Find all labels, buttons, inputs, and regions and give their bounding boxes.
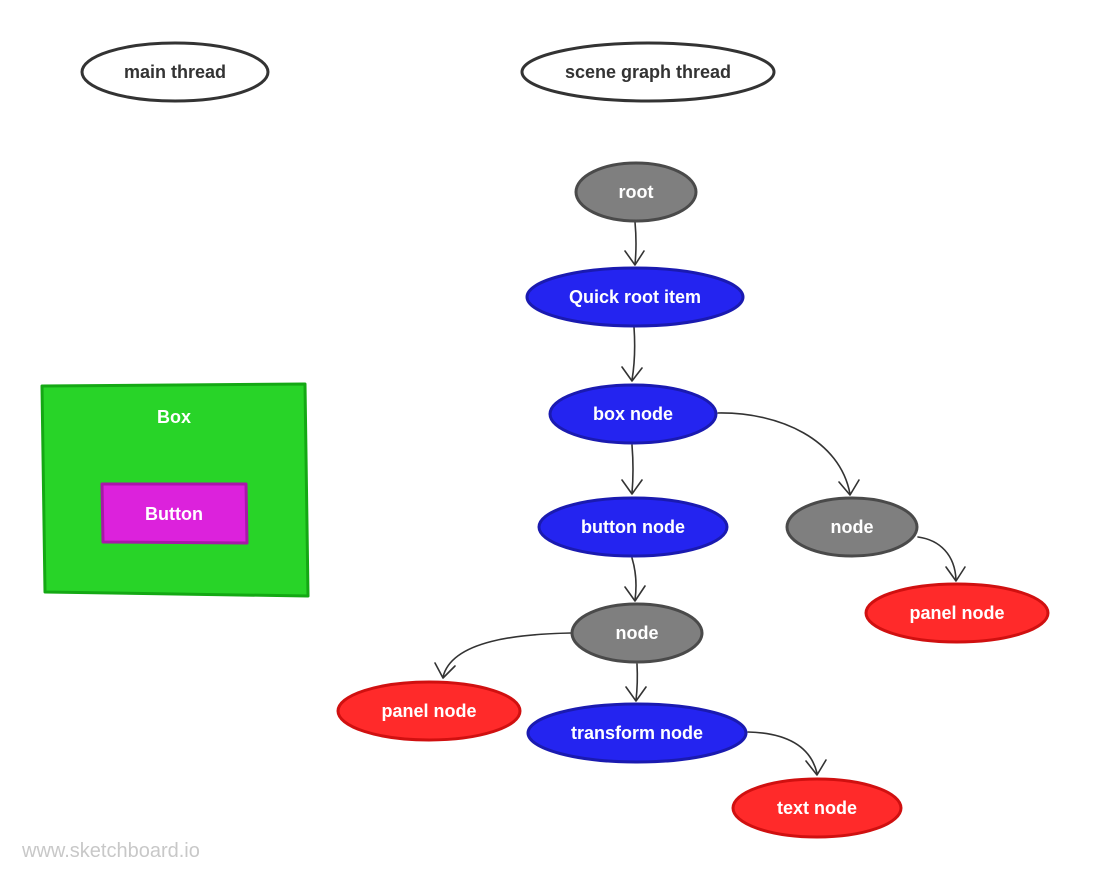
header-scene-graph-thread: scene graph thread bbox=[520, 41, 776, 103]
watermark-text: www.sketchboard.io bbox=[21, 840, 200, 862]
node-button-node-label: button node bbox=[581, 517, 685, 537]
node-transform-node-shape[interactable] bbox=[526, 702, 748, 764]
node-root-label: root bbox=[619, 182, 654, 202]
edge-button-node-to-node-center bbox=[624, 557, 646, 602]
node-panel-node-right-shape[interactable] bbox=[864, 582, 1050, 644]
node-quick-root-item[interactable]: Quick root item bbox=[525, 266, 745, 328]
header-scene-graph-thread-label: scene graph thread bbox=[565, 62, 731, 82]
box-label: Box bbox=[157, 407, 191, 427]
edge-node-center-to-transform-node bbox=[625, 663, 647, 702]
edge-quick-root-item-to-box-node bbox=[621, 326, 643, 382]
node-text-node-shape[interactable] bbox=[731, 777, 903, 839]
edge-root-to-quick-root-item bbox=[624, 221, 645, 266]
node-box-node-label: box node bbox=[593, 404, 673, 424]
node-right-shape[interactable] bbox=[785, 496, 919, 558]
header-scene-graph-thread-shape bbox=[520, 41, 776, 103]
button-shape[interactable] bbox=[100, 482, 249, 545]
box-container: Box Button bbox=[40, 382, 310, 598]
node-root-shape[interactable] bbox=[574, 161, 698, 223]
node-panel-node-left-label: panel node bbox=[381, 701, 476, 721]
node-box-node[interactable]: box node bbox=[548, 383, 718, 445]
node-box-node-shape[interactable] bbox=[548, 383, 718, 445]
node-center[interactable]: node bbox=[570, 602, 704, 664]
button-widget[interactable]: Button bbox=[100, 482, 249, 545]
node-button-node[interactable]: button node bbox=[537, 496, 729, 558]
node-panel-node-right-label: panel node bbox=[909, 603, 1004, 623]
node-panel-node-left-shape[interactable] bbox=[336, 680, 522, 742]
node-right[interactable]: node bbox=[785, 496, 919, 558]
node-panel-node-right[interactable]: panel node bbox=[864, 582, 1050, 644]
node-text-node[interactable]: text node bbox=[731, 777, 903, 839]
node-transform-node[interactable]: transform node bbox=[526, 702, 748, 764]
node-quick-root-item-label: Quick root item bbox=[569, 287, 701, 307]
node-text-node-label: text node bbox=[777, 798, 857, 818]
node-panel-node-left[interactable]: panel node bbox=[336, 680, 522, 742]
node-right-label: node bbox=[831, 517, 874, 537]
edge-node-center-to-panel-node-left bbox=[434, 632, 572, 679]
edges-layer bbox=[434, 221, 966, 776]
header-main-thread-label: main thread bbox=[124, 62, 226, 82]
node-center-label: node bbox=[616, 623, 659, 643]
edge-box-node-to-node-right bbox=[717, 412, 860, 496]
edge-transform-node-to-text-node bbox=[747, 731, 827, 776]
node-center-shape[interactable] bbox=[570, 602, 704, 664]
header-main-thread-shape bbox=[80, 41, 270, 103]
header-main-thread: main thread bbox=[80, 41, 270, 103]
edge-box-node-to-button-node bbox=[621, 444, 643, 495]
node-transform-node-label: transform node bbox=[571, 723, 703, 743]
edge-node-right-to-panel-node-right bbox=[917, 536, 966, 582]
node-quick-root-item-shape[interactable] bbox=[525, 266, 745, 328]
button-label: Button bbox=[145, 504, 203, 524]
node-button-node-shape[interactable] bbox=[537, 496, 729, 558]
node-root[interactable]: root bbox=[574, 161, 698, 223]
